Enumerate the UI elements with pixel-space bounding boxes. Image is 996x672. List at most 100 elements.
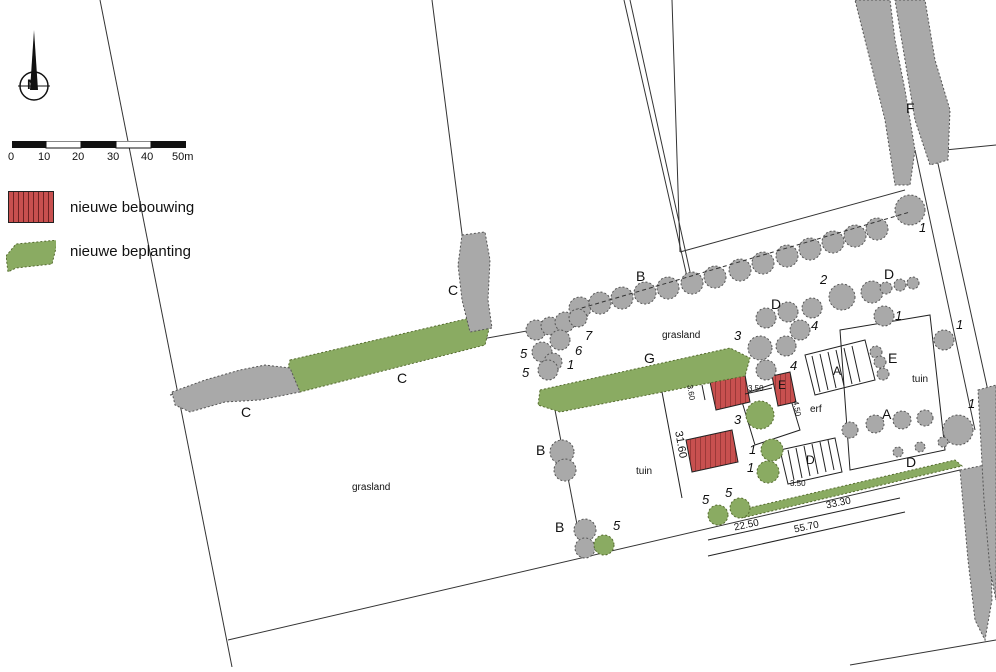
zone-d-2: D xyxy=(884,266,895,282)
existing-trees xyxy=(525,276,974,559)
legend-swatch-building xyxy=(8,191,54,223)
tree-num: 5 xyxy=(613,518,621,533)
legend-swatch-planting xyxy=(5,239,59,273)
tree xyxy=(789,319,811,341)
zone-b-west: B xyxy=(536,442,546,458)
tree xyxy=(588,291,612,315)
building-a: A xyxy=(833,364,842,378)
new-tree xyxy=(745,400,775,430)
hedge-f2 xyxy=(894,0,951,166)
tree xyxy=(843,224,867,248)
tree xyxy=(775,335,797,357)
tree-num: 1 xyxy=(567,357,575,372)
tree-num: 4 xyxy=(790,358,798,373)
tree-num: 1 xyxy=(895,308,903,323)
new-tree xyxy=(707,504,729,526)
tree xyxy=(680,271,704,295)
tree xyxy=(549,329,571,351)
tree xyxy=(937,436,949,448)
tree xyxy=(537,359,559,381)
tree-num: 1 xyxy=(749,442,757,457)
tree-num: 5 xyxy=(725,485,733,500)
hedge-east xyxy=(959,464,993,642)
new-building-3 xyxy=(685,429,739,473)
new-tree xyxy=(756,460,780,484)
tree xyxy=(865,414,885,434)
tree xyxy=(553,458,577,482)
hedge-east-2 xyxy=(977,384,996,601)
existing-hedges xyxy=(171,0,996,642)
tree xyxy=(574,537,596,559)
legend-label-planting: nieuwe beplanting xyxy=(70,243,191,260)
tree xyxy=(828,283,856,311)
new-building-2 xyxy=(771,371,797,407)
tree xyxy=(610,286,634,310)
hedge-c-west xyxy=(171,364,301,413)
tree xyxy=(573,518,597,542)
tree xyxy=(755,359,777,381)
tree xyxy=(942,414,974,446)
tree-num: 3 xyxy=(734,328,742,343)
building-stripes xyxy=(787,345,861,481)
tree-num: 1 xyxy=(919,220,927,235)
north-letter: N xyxy=(27,76,38,92)
new-planting xyxy=(284,317,964,519)
dim-3-50-top: 3.50 xyxy=(748,384,764,393)
zone-g: G xyxy=(644,350,655,366)
tree xyxy=(916,409,934,427)
label-tuin-east: tuin xyxy=(912,374,929,385)
new-buildings xyxy=(685,371,797,473)
tree-num: 5 xyxy=(522,365,530,380)
zone-c-west: C xyxy=(241,404,252,420)
tree-num: 1 xyxy=(747,460,755,475)
tree xyxy=(892,410,912,430)
tree xyxy=(892,446,904,458)
tree-num: 6 xyxy=(575,343,583,358)
new-trees xyxy=(593,400,784,556)
zone-e: E xyxy=(888,350,898,366)
tree xyxy=(549,439,575,465)
zone-b-south: B xyxy=(555,519,565,535)
zone-d-1: D xyxy=(771,296,782,312)
building-e: E xyxy=(778,378,787,392)
tree xyxy=(798,237,822,261)
scale-tick-10: 10 xyxy=(38,151,51,163)
tree xyxy=(876,367,890,381)
hedge-f xyxy=(854,0,916,186)
tree-num: 5 xyxy=(702,492,710,507)
building-d: D xyxy=(806,453,815,467)
tree xyxy=(841,421,859,439)
planting-strip-g xyxy=(537,347,751,413)
tree-num: 7 xyxy=(585,328,593,343)
tree xyxy=(751,251,775,275)
tree xyxy=(860,280,884,304)
scale-tick-20: 20 xyxy=(72,151,85,163)
new-tree xyxy=(729,497,751,519)
tree-row-b-axis xyxy=(574,211,911,311)
label-grasland-west: grasland xyxy=(352,482,391,493)
zone-c-north: C xyxy=(448,282,459,298)
tree-num: 2 xyxy=(820,272,828,287)
scale-tick-50: 50m xyxy=(172,151,194,163)
tree xyxy=(873,355,887,369)
tree xyxy=(914,441,926,453)
zone-d-3: D xyxy=(906,454,917,470)
tree-num: 4 xyxy=(811,318,819,333)
zone-c-middle: C xyxy=(397,370,408,386)
zone-b-north: B xyxy=(636,268,646,284)
tree-num: 1 xyxy=(956,317,964,332)
tree xyxy=(873,305,895,327)
tree xyxy=(777,301,799,323)
new-tree xyxy=(760,438,784,462)
tree xyxy=(879,281,893,295)
tree xyxy=(933,329,955,351)
scale-tick-30: 30 xyxy=(107,151,120,163)
tree-num: 1 xyxy=(968,396,976,411)
scale-tick-0: 0 xyxy=(8,151,15,163)
label-tuin-west: tuin xyxy=(636,466,653,477)
dim-3-50-bottom: 3.50 xyxy=(790,479,806,488)
north-arrow: N xyxy=(18,30,50,110)
tree xyxy=(703,265,727,289)
